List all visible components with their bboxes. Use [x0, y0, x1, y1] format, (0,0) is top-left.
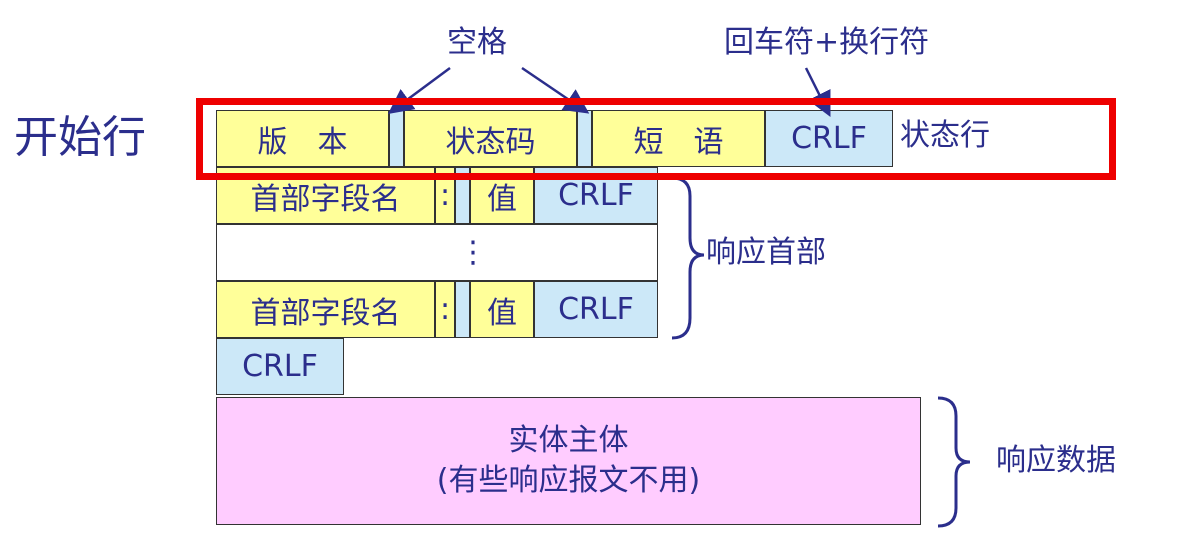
header-space-gap	[455, 281, 470, 338]
header-value-text: 值	[487, 181, 517, 217]
space-arrow-right	[521, 66, 590, 114]
header-crlf-cell: CRLF	[534, 281, 658, 338]
entity-body-title: 实体主体	[508, 422, 629, 458]
response-data-brace	[937, 396, 971, 528]
header-space-gap	[455, 167, 470, 224]
status-code-cell: 状态码	[404, 110, 577, 167]
version-text: 版 本	[257, 124, 348, 160]
response-headers-label: 响应首部	[706, 235, 826, 270]
header-field-name-text: 首部字段名	[250, 181, 401, 217]
header-colon-text: :	[439, 178, 451, 213]
response-headers-brace	[671, 176, 705, 340]
space-arrow-left	[387, 66, 451, 114]
header-crlf-text: CRLF	[558, 292, 634, 327]
header-field-name-cell: 首部字段名	[216, 281, 435, 338]
phrase-text: 短 语	[633, 124, 724, 160]
header-field-name-text: 首部字段名	[250, 295, 401, 331]
ellipsis-text: ⋮	[458, 235, 488, 270]
status-crlf-cell: CRLF	[765, 110, 893, 167]
header-colon-cell: :	[435, 281, 455, 338]
start-line-label: 开始行	[14, 112, 146, 163]
status-line-label: 状态行	[900, 118, 990, 153]
blank-line-crlf-cell: CRLF	[216, 338, 344, 395]
status-code-text: 状态码	[445, 124, 536, 160]
ellipsis-row: ⋮	[216, 224, 658, 281]
header-value-cell: 值	[470, 281, 534, 338]
phrase-cell: 短 语	[592, 110, 765, 167]
crlf-description-label: 回车符+换行符	[724, 25, 930, 60]
version-cell: 版 本	[216, 110, 389, 167]
header-colon-cell: :	[435, 167, 455, 224]
entity-body-box: 实体主体 (有些响应报文不用)	[216, 397, 921, 525]
header-colon-text: :	[439, 292, 451, 327]
crlf-arrow	[804, 67, 831, 117]
entity-body-note: (有些响应报文不用)	[436, 463, 701, 498]
header-value-text: 值	[487, 295, 517, 331]
response-data-label: 响应数据	[996, 443, 1116, 478]
status-crlf-text: CRLF	[791, 121, 867, 156]
header-crlf-text: CRLF	[558, 178, 634, 213]
space-label: 空格	[447, 25, 507, 60]
blank-line-crlf-text: CRLF	[242, 349, 318, 384]
